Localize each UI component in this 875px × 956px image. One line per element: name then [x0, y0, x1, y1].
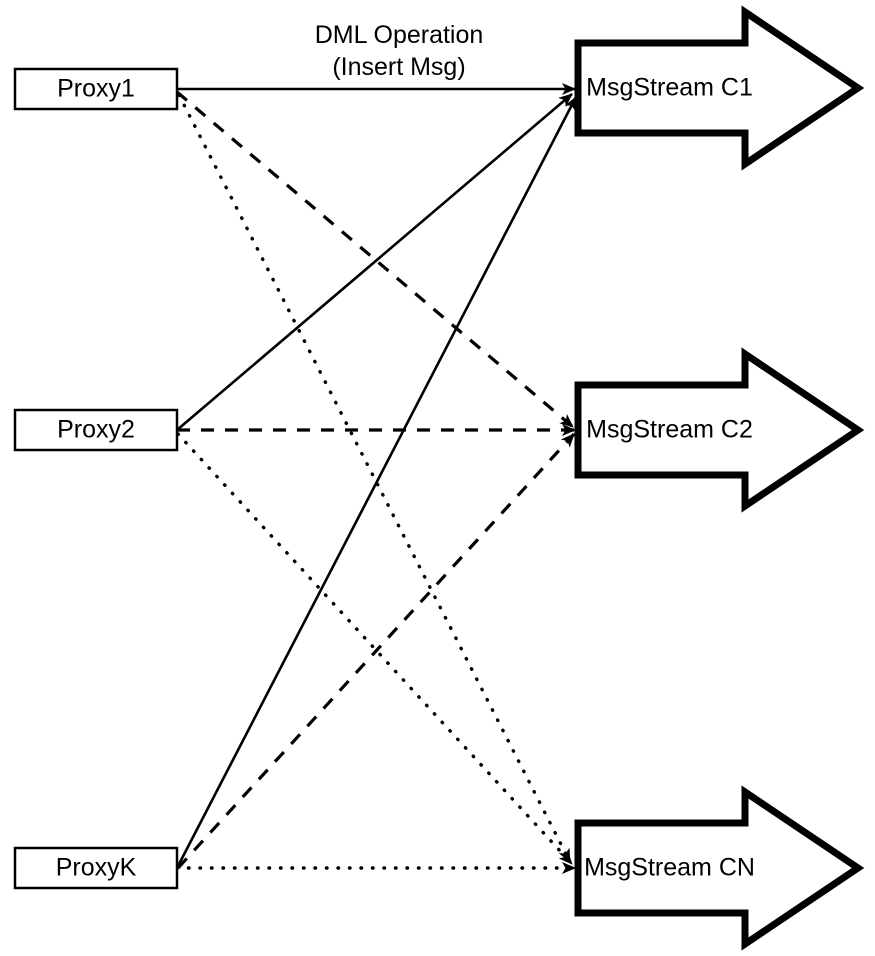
proxy-node-proxyk[interactable]: ProxyK [13, 846, 179, 890]
edge-label-line2: (Insert Msg) [332, 53, 465, 81]
stream-label: MsgStream CN [584, 854, 755, 882]
edge-label-line1: DML Operation [315, 21, 484, 49]
edge-label-dml-operation: DML Operation (Insert Msg) [315, 21, 484, 81]
stream-node-c1[interactable]: MsgStream C1 [574, 5, 865, 171]
block-arrow-icon[interactable] [574, 5, 865, 171]
stream-nodes-layer: MsgStream C1 MsgStream C2 MsgStream CN [574, 5, 865, 951]
proxy-box-rect[interactable] [13, 408, 179, 452]
block-arrow-icon[interactable] [574, 347, 865, 513]
proxy-label: ProxyK [56, 854, 137, 882]
connection-proxyk-to-stream-c2[interactable] [176, 432, 576, 870]
connection-proxy1-to-stream-cn[interactable] [177, 93, 572, 864]
block-arrow-icon[interactable] [574, 785, 865, 951]
stream-label: MsgStream C2 [586, 416, 753, 444]
proxy-box-rect[interactable] [13, 67, 179, 111]
proxy-node-proxy1[interactable]: Proxy1 [13, 67, 179, 111]
proxy-box-rect[interactable] [13, 846, 179, 890]
connection-proxy2-to-stream-cn[interactable] [176, 432, 574, 866]
proxy-node-proxy2[interactable]: Proxy2 [13, 408, 179, 452]
connection-proxy1-to-stream-c2[interactable] [175, 90, 575, 429]
stream-node-cn[interactable]: MsgStream CN [574, 785, 865, 951]
stream-node-c2[interactable]: MsgStream C2 [574, 347, 865, 513]
proxy-label: Proxy1 [57, 75, 135, 103]
connection-proxy2-to-stream-c1[interactable] [176, 93, 573, 431]
proxy-nodes-layer: Proxy1 Proxy2 ProxyK [13, 67, 179, 890]
connections-layer [175, 83, 578, 874]
connection-proxyk-to-stream-c1[interactable] [175, 96, 578, 869]
proxy-label: Proxy2 [57, 416, 135, 444]
stream-label: MsgStream C1 [586, 74, 753, 102]
